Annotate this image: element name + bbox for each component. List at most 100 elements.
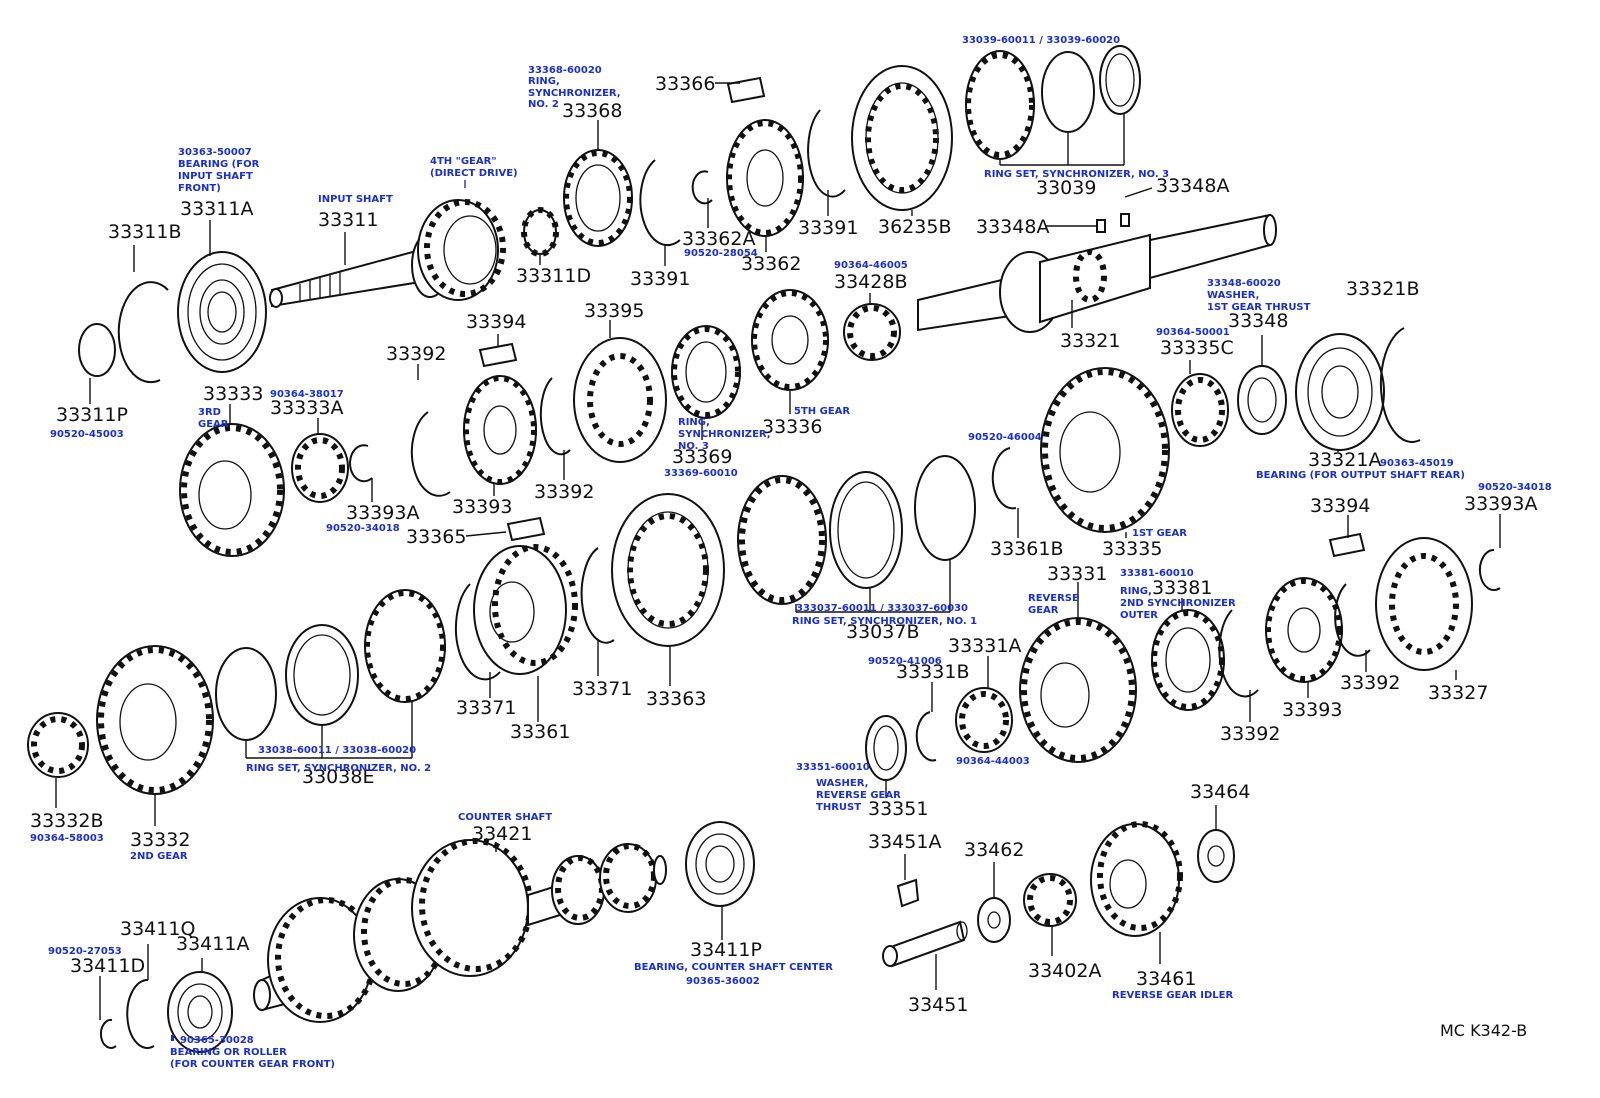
- part-number-labels: 33311B 33311A 33311 33311P 33311D 33368 …: [30, 73, 1537, 1016]
- note-90364-44003: 90364-44003: [956, 756, 1030, 767]
- needle-bearing-33402A: [1023, 873, 1077, 927]
- label-36235B: 36235B: [878, 216, 951, 238]
- note-counter-shaft: COUNTER SHAFT: [458, 812, 552, 823]
- diagram-id: MC K342-B: [1440, 1021, 1527, 1040]
- counter-shaft-33421: [253, 838, 667, 1023]
- label-33039: 33039: [1036, 177, 1096, 199]
- label-33451: 33451: [908, 994, 968, 1016]
- label-33335C: 33335C: [1160, 337, 1234, 359]
- spring-33391-right: [807, 109, 846, 198]
- note-90364-38017: 90364-38017: [270, 389, 344, 400]
- label-33311A: 33311A: [180, 198, 253, 220]
- clutch-hub-33362: [726, 119, 804, 237]
- label-33361B: 33361B: [990, 538, 1063, 560]
- label-33351: 33351: [868, 798, 928, 820]
- label-33331: 33331: [1047, 563, 1107, 585]
- note-33348-line1: WASHER,: [1207, 290, 1259, 301]
- shifting-key-33394-a: [478, 342, 518, 368]
- label-33411A: 33411A: [176, 933, 249, 955]
- note-33348-line2: 1ST GEAR THRUST: [1207, 302, 1311, 313]
- note-bearing-counter-front-line1: BEARING OR ROLLER: [170, 1047, 287, 1058]
- note-3rd-gear-line2: GEAR: [198, 419, 229, 430]
- note-33348-code: 33348-60020: [1207, 278, 1281, 289]
- note-1st-gear: 1ST GEAR: [1132, 528, 1187, 539]
- label-33363: 33363: [646, 688, 706, 710]
- note-33351-line3: THRUST: [816, 802, 861, 813]
- idler-shaft-33451: [882, 920, 968, 968]
- label-33332B: 33332B: [30, 810, 103, 832]
- spring-33391-left: [639, 159, 681, 247]
- note-33381-line1: RING,: [1120, 586, 1152, 597]
- note-90364-50001: 90364-50001: [1156, 327, 1230, 338]
- note-90364-46005: 90364-46005: [834, 260, 908, 271]
- note-bearing-front-line2: INPUT SHAFT: [178, 171, 253, 182]
- needle-bearing-33331A: [955, 687, 1013, 753]
- note-90520-46004: 90520-46004: [968, 432, 1042, 443]
- spring-33392-a: [410, 411, 451, 497]
- spring-33371-left: [454, 583, 501, 681]
- needle-bearing-33335C: [1171, 373, 1229, 447]
- needle-bearing-33332B: [27, 712, 89, 778]
- spring-33392-d: [1334, 583, 1371, 657]
- note-33368-line1: RING,: [528, 76, 560, 87]
- hub-sleeve-33395: [573, 337, 667, 463]
- needle-bearing-33428B: [843, 303, 901, 361]
- label-33311P: 33311P: [56, 404, 128, 426]
- label-33327: 33327: [1428, 682, 1488, 704]
- note-2nd-gear: 2ND GEAR: [130, 851, 188, 862]
- spring-33392-c: [1218, 609, 1259, 698]
- label-33362A: 33362A: [682, 228, 755, 250]
- note-bearing-front-code: 30363-50007: [178, 147, 252, 158]
- note-90365-30028: 90365-30028: [180, 1035, 254, 1046]
- note-33368-line3: NO. 2: [528, 99, 559, 110]
- note-33369-line3: NO. 3: [678, 441, 709, 452]
- label-33392-b: 33392: [534, 481, 594, 503]
- label-33365: 33365: [406, 526, 466, 548]
- label-33321A: 33321A: [1308, 449, 1381, 471]
- note-90520-27053: 90520-27053: [48, 946, 122, 957]
- snap-ring-33411Q: [126, 978, 155, 1049]
- washer-33462: [977, 897, 1011, 943]
- label-33392-d: 33392: [1340, 672, 1400, 694]
- pins-33348A: [1096, 213, 1130, 233]
- note-input-shaft: INPUT SHAFT: [318, 194, 393, 205]
- note-90364-58003: 90364-58003: [30, 833, 104, 844]
- snap-ring-33362A: [691, 170, 713, 205]
- output-shaft-33321: [917, 213, 1277, 333]
- note-33368-code: 33368-60020: [528, 65, 602, 76]
- marker-square: [171, 1035, 174, 1041]
- label-33361: 33361: [510, 721, 570, 743]
- snap-ring-33321B: [1379, 327, 1421, 443]
- label-33421: 33421: [472, 823, 532, 845]
- label-33371-b: 33371: [572, 678, 632, 700]
- note-33038-codes: 33038-60011 / 33038-60020: [258, 745, 416, 756]
- note-5th-gear: 5TH GEAR: [794, 406, 850, 417]
- label-33362: 33362: [741, 253, 801, 275]
- label-33451A: 33451A: [868, 831, 941, 853]
- clutch-hub-33393-a: [463, 375, 537, 485]
- label-33335: 33335: [1102, 538, 1162, 560]
- note-33381-line3: OUTER: [1120, 610, 1158, 621]
- bearing-33411P: [685, 821, 755, 907]
- bearing-33411A: [167, 971, 233, 1053]
- note-33351-line2: REVERSE GEAR: [816, 790, 901, 801]
- label-33321B: 33321B: [1346, 278, 1419, 300]
- note-90520-34018-b: 90520-34018: [1478, 482, 1552, 493]
- note-3rd-gear-line1: 3RD: [198, 407, 221, 418]
- label-33366: 33366: [655, 73, 715, 95]
- label-33411Q: 33411Q: [120, 918, 195, 940]
- note-33037-desc: RING SET, SYNCHRONIZER, NO. 1: [792, 616, 977, 627]
- hub-sleeve-36235B: [851, 65, 953, 211]
- note-33351-line1: WASHER,: [816, 778, 868, 789]
- leader-lines: [55, 82, 1501, 1020]
- label-33392-c: 33392: [1220, 723, 1280, 745]
- second-gear-33332: [96, 645, 214, 795]
- note-33381-code: 33381-60010: [1120, 568, 1194, 579]
- note-33351-code: 33351-60010: [796, 762, 870, 773]
- shifting-key-33366: [726, 76, 766, 104]
- note-bearing-output-rear: BEARING (FOR OUTPUT SHAFT REAR): [1256, 470, 1465, 481]
- note-33381-line2: 2ND SYNCHRONIZER: [1120, 598, 1236, 609]
- needle-bearing-33311D: [521, 207, 559, 257]
- ring-set-33039: [965, 45, 1141, 160]
